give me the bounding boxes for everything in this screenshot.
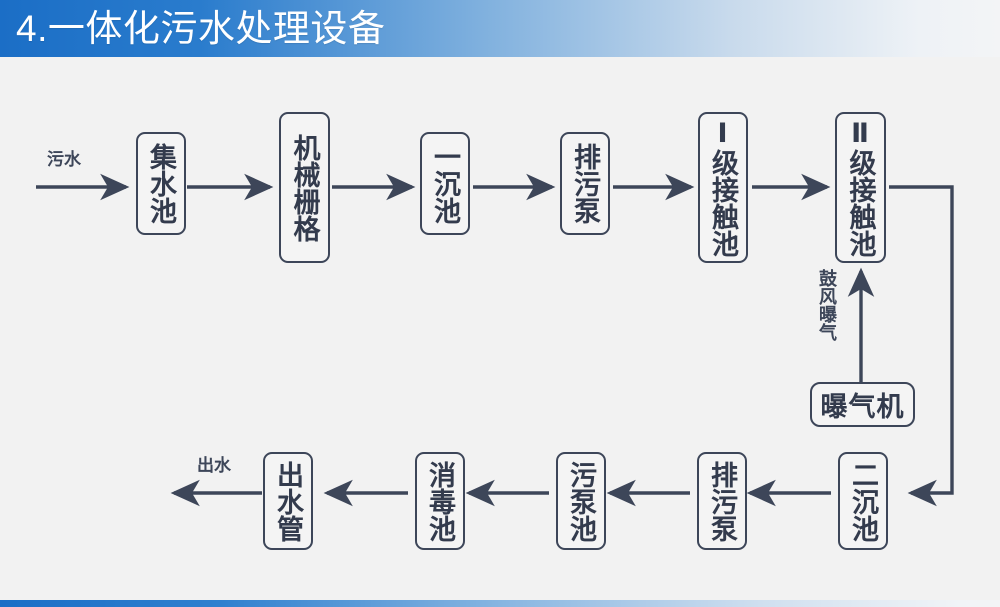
edge-label-inlet: 污水 bbox=[47, 150, 81, 169]
flow-connectors bbox=[36, 173, 954, 507]
node-xiaoduchi[interactable]: 消毒池 bbox=[415, 452, 465, 550]
node-jishuichi-label: 集水池 bbox=[146, 143, 177, 224]
node-yichenchi[interactable]: 一沉池 bbox=[420, 132, 470, 235]
node-yijijiechuchi[interactable]: Ⅰ级接触池 bbox=[698, 112, 748, 263]
edge-label-aeration: 鼓风曝气 bbox=[817, 269, 837, 341]
node-xiaoduchi-label: 消毒池 bbox=[425, 460, 456, 542]
node-jishuichi[interactable]: 集水池 bbox=[136, 132, 186, 235]
node-yijijiechuchi-label: Ⅰ级接触池 bbox=[708, 118, 739, 257]
flowchart-canvas: 集水池 机械栅格 一沉池 排污泵 Ⅰ级接触池 Ⅱ级接触池 曝气机 二沉池 排污泵 bbox=[0, 57, 1000, 600]
node-paiwubeng-bottom-label: 排污泵 bbox=[707, 460, 738, 542]
node-chushuiguan[interactable]: 出水管 bbox=[263, 452, 313, 550]
page-title: 4.一体化污水处理设备 bbox=[16, 8, 386, 49]
node-wubengchi[interactable]: 污泵池 bbox=[556, 452, 606, 550]
header-bar: 4.一体化污水处理设备 bbox=[0, 0, 1000, 57]
node-paiwubeng-top[interactable]: 排污泵 bbox=[560, 132, 610, 235]
node-jixieshange-label: 机械栅格 bbox=[289, 133, 320, 242]
edge-label-outlet: 出水 bbox=[197, 456, 231, 475]
node-baoqiji[interactable]: 曝气机 bbox=[810, 382, 915, 427]
node-paiwubeng-top-label: 排污泵 bbox=[570, 143, 601, 224]
node-erjijiechuchi-label: Ⅱ级接触池 bbox=[845, 118, 876, 257]
node-wubengchi-label: 污泵池 bbox=[566, 460, 597, 542]
node-chushuiguan-label: 出水管 bbox=[273, 460, 304, 542]
node-paiwubeng-bottom[interactable]: 排污泵 bbox=[697, 452, 747, 550]
edge-erjijiechu-to-erchenchi bbox=[889, 185, 954, 507]
node-erjijiechuchi[interactable]: Ⅱ级接触池 bbox=[835, 112, 886, 263]
node-yichenchi-label: 一沉池 bbox=[430, 143, 461, 224]
footer-bar bbox=[0, 600, 1000, 607]
node-erchenchi-label: 二沉池 bbox=[848, 460, 879, 542]
node-baoqiji-label: 曝气机 bbox=[820, 392, 905, 422]
node-jixieshange[interactable]: 机械栅格 bbox=[279, 112, 330, 263]
node-erchenchi[interactable]: 二沉池 bbox=[838, 452, 888, 550]
